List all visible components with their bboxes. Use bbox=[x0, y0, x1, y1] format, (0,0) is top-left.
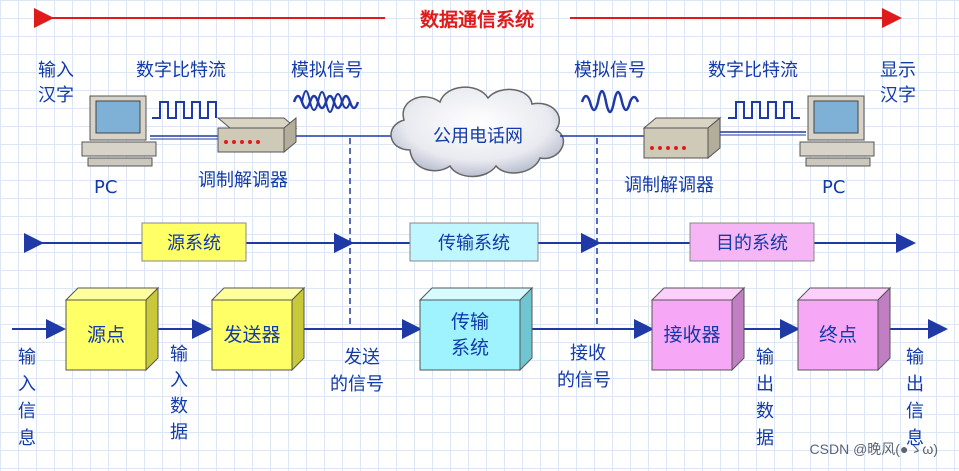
source-system-label: 源系统 bbox=[167, 233, 221, 254]
public-telephone-network-cloud bbox=[390, 86, 565, 178]
watermark: CSDN @晚风(●ゝω) bbox=[810, 441, 938, 457]
output-data-label: 输 出 数 据 bbox=[756, 347, 774, 449]
svg-text:出: 出 bbox=[906, 374, 924, 395]
transmitter-block bbox=[210, 286, 306, 372]
receiver-block bbox=[650, 286, 746, 372]
transmitter-label: 发送器 bbox=[223, 324, 280, 346]
right-modem-label: 调制解调器 bbox=[624, 175, 714, 196]
svg-text:输: 输 bbox=[756, 347, 774, 368]
svg-text:的信号: 的信号 bbox=[557, 370, 611, 391]
svg-text:输: 输 bbox=[18, 347, 36, 368]
svg-text:的信号: 的信号 bbox=[330, 374, 384, 395]
left-pc-input-label-1: 输入 bbox=[38, 60, 74, 81]
left-pc-icon bbox=[81, 95, 157, 167]
sent-signal-label: 发送 的信号 bbox=[330, 347, 384, 395]
svg-text:信: 信 bbox=[906, 401, 924, 422]
input-info-label: 输 入 信 息 bbox=[18, 347, 36, 449]
right-modem-icon bbox=[642, 116, 722, 160]
source-system-box bbox=[141, 222, 247, 262]
destination-point-block bbox=[796, 286, 892, 372]
svg-text:入: 入 bbox=[18, 374, 36, 395]
svg-text:发送: 发送 bbox=[344, 347, 380, 368]
svg-text:据: 据 bbox=[170, 422, 188, 443]
right-analog-waveform-icon bbox=[580, 89, 640, 114]
left-pc-label: PC bbox=[94, 177, 117, 198]
destination-system-label: 目的系统 bbox=[716, 233, 788, 254]
right-digital-waveform-icon bbox=[728, 101, 800, 119]
left-modem-label: 调制解调器 bbox=[198, 170, 288, 191]
left-bitstream-label: 数字比特流 bbox=[136, 60, 226, 81]
transmission-system-block bbox=[418, 286, 534, 372]
source-point-block bbox=[64, 286, 160, 372]
title: 数据通信系统 bbox=[420, 8, 534, 31]
output-info-label: 输 出 信 息 bbox=[906, 347, 924, 449]
right-bitstream-label: 数字比特流 bbox=[708, 60, 798, 81]
svg-text:输: 输 bbox=[170, 344, 188, 365]
transmission-system-label: 传输系统 bbox=[438, 233, 510, 254]
destination-system-box bbox=[689, 222, 815, 262]
transmission-block-label-1: 传输 bbox=[451, 311, 489, 333]
svg-text:出: 出 bbox=[756, 374, 774, 395]
left-digital-waveform-icon bbox=[152, 101, 217, 119]
left-modem-icon bbox=[216, 116, 298, 154]
right-analog-label: 模拟信号 bbox=[574, 60, 646, 81]
svg-text:数: 数 bbox=[170, 396, 188, 417]
svg-text:输: 输 bbox=[906, 347, 924, 368]
right-pc-label: PC bbox=[822, 177, 845, 198]
source-point-label: 源点 bbox=[87, 324, 125, 346]
destination-point-label: 终点 bbox=[819, 324, 857, 346]
received-signal-label: 接收 的信号 bbox=[557, 343, 611, 391]
receiver-label: 接收器 bbox=[663, 324, 720, 346]
right-pc-output-label-2: 汉字 bbox=[880, 85, 916, 106]
right-pc-icon bbox=[799, 95, 875, 167]
svg-text:息: 息 bbox=[906, 428, 924, 449]
transmission-system-box bbox=[409, 222, 539, 262]
svg-text:数: 数 bbox=[756, 401, 774, 422]
svg-text:信: 信 bbox=[18, 401, 36, 422]
left-analog-label: 模拟信号 bbox=[291, 60, 363, 81]
svg-text:接收: 接收 bbox=[570, 343, 606, 364]
right-pc-output-label-1: 显示 bbox=[880, 60, 916, 81]
svg-text:据: 据 bbox=[756, 428, 774, 449]
transmission-block-label-2: 系统 bbox=[451, 337, 489, 359]
input-data-label: 输 入 数 据 bbox=[170, 344, 188, 443]
left-pc-input-label-2: 汉字 bbox=[38, 85, 74, 106]
svg-text:入: 入 bbox=[170, 370, 188, 391]
svg-text:息: 息 bbox=[18, 428, 36, 449]
network-label: 公用电话网 bbox=[433, 126, 523, 147]
